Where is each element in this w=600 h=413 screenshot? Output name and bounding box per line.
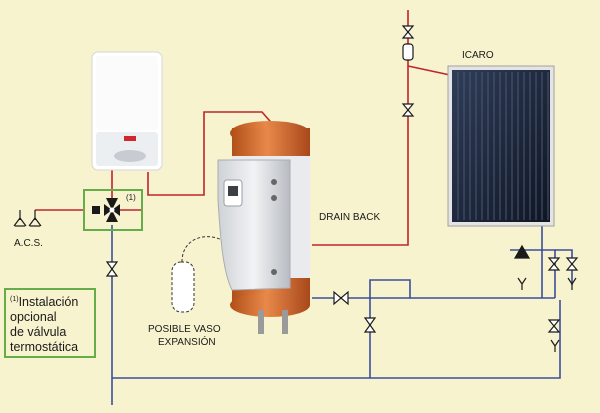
note-line4: termostática (10, 340, 79, 355)
valves (105, 25, 579, 333)
valve-ref-label: (1) (126, 193, 136, 202)
drain-back-tank (217, 121, 310, 334)
note-line2: opcional (10, 310, 57, 325)
thermostatic-valve (83, 189, 143, 231)
note-line3: de válvula (10, 325, 67, 340)
hot-water-taps (13, 210, 42, 227)
boiler-unit (91, 51, 163, 171)
vessel-label-line1: POSIBLE VASO (148, 324, 221, 335)
note-ref: (1) (10, 296, 19, 303)
drain-symbols (517, 277, 577, 352)
expansion-vessel (171, 261, 195, 313)
drain-back-label: DRAIN BACK (319, 212, 381, 223)
solar-collector (447, 65, 555, 227)
vessel-label-line2: EXPANSIÓN (158, 337, 216, 348)
optional-valve-note: (1)Instalación opcional de válvula termo… (4, 288, 96, 358)
acs-label: A.C.S. (14, 238, 43, 249)
collector-label: ICARO (462, 50, 494, 61)
hot-water-pipes (35, 10, 451, 246)
note-line1: Instalación (18, 295, 79, 310)
